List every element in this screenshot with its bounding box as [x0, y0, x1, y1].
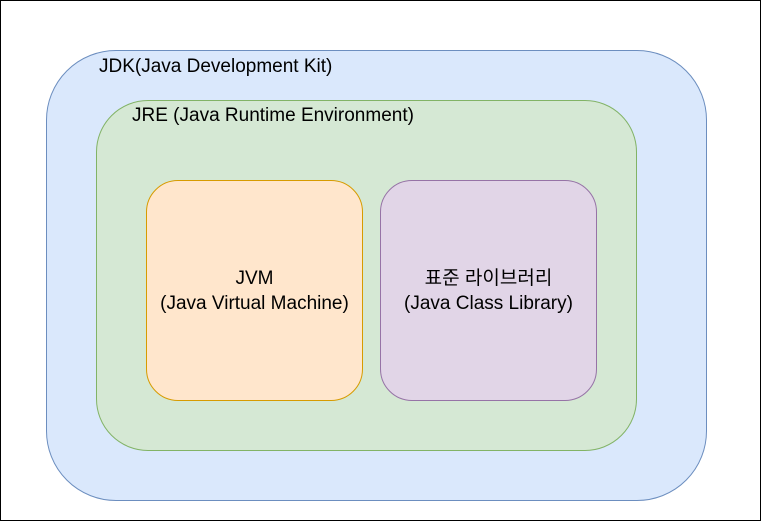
jvm-label-line1: JVM: [235, 267, 274, 289]
class-library-label-line2: (Java Class Library): [404, 292, 573, 314]
class-library-label: 표준 라이브러리 (Java Class Library): [381, 181, 596, 400]
jre-label: JRE (Java Runtime Environment): [132, 105, 414, 126]
class-library-box: 표준 라이브러리 (Java Class Library): [380, 180, 597, 401]
jdk-label: JDK(Java Development Kit): [99, 56, 333, 77]
jvm-label: JVM (Java Virtual Machine): [147, 181, 362, 400]
class-library-label-line1: 표준 라이브러리: [424, 267, 553, 289]
jvm-box: JVM (Java Virtual Machine): [146, 180, 363, 401]
jvm-label-line2: (Java Virtual Machine): [160, 292, 349, 314]
